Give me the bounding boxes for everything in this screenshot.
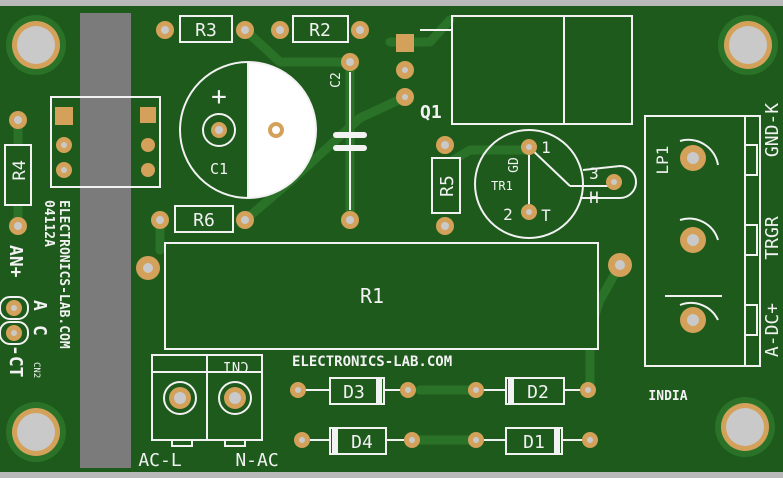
diode-d3[interactable]: D3 xyxy=(290,377,416,405)
brand-bottom: ELECTRONICS-LAB.COM xyxy=(292,354,452,370)
mount-hole-bottom-left xyxy=(6,402,66,462)
diode-d4[interactable]: D4 xyxy=(294,427,420,455)
transistor-q1[interactable]: Q1 xyxy=(396,15,633,125)
r2-label: R2 xyxy=(309,20,331,41)
tr1-gd-label: GD xyxy=(507,157,522,173)
resistor-r1[interactable]: R1 xyxy=(136,242,632,350)
tr1-label: TR1 xyxy=(491,179,513,193)
a-label: A xyxy=(29,300,50,311)
trgr-label: TRGR xyxy=(762,216,783,260)
mount-hole-top-right xyxy=(718,15,778,75)
resistor-r5[interactable]: R5 xyxy=(431,136,461,235)
c1-plus-label: + xyxy=(211,82,227,112)
d3-label: D3 xyxy=(343,382,365,403)
lp1-label: LP1 xyxy=(653,146,672,175)
india-label: INDIA xyxy=(648,389,687,404)
mount-hole-top-left xyxy=(6,15,66,75)
c1-label: C1 xyxy=(210,160,228,178)
tr1-h-label: H xyxy=(589,188,599,207)
connector-lp1[interactable]: LP1 GND-K TRGR A-DC+ xyxy=(644,103,783,367)
capacitor-c1[interactable]: + C1 xyxy=(179,61,317,199)
diode-d1[interactable]: D1 xyxy=(468,427,598,455)
d2-label: D2 xyxy=(527,382,549,403)
d4-label: D4 xyxy=(351,432,373,453)
resistor-r4[interactable]: R4 xyxy=(4,111,32,235)
tr1-t-label: T xyxy=(541,206,551,225)
ac-l-label: AC-L xyxy=(138,450,182,471)
cn1-label: CN1 xyxy=(223,358,248,374)
tr1-pin3-label: 3 xyxy=(589,164,599,183)
ct-label: -CT xyxy=(5,345,26,378)
heatsink-bar xyxy=(80,13,131,468)
resistor-r6[interactable]: R6 xyxy=(151,205,254,233)
diode-d2[interactable]: D2 xyxy=(468,377,596,405)
mount-hole-bottom-right xyxy=(715,397,775,457)
tr1-pin2-label: 2 xyxy=(503,205,513,224)
brand-vertical: ELECTRONICS-LAB.COM xyxy=(56,200,71,349)
r5-label: R5 xyxy=(437,175,458,197)
resistor-r3[interactable]: R3 xyxy=(156,15,254,43)
q1-label: Q1 xyxy=(420,102,442,123)
n-ac-label: N-AC xyxy=(235,450,278,471)
board-code: 04112A xyxy=(41,200,56,247)
capacitor-c2[interactable]: C2 xyxy=(329,53,367,229)
an-plus-label: AN+ xyxy=(5,245,26,278)
cn2-label: CN2 xyxy=(31,362,41,378)
c2-label: C2 xyxy=(329,72,344,88)
r3-label: R3 xyxy=(195,20,217,41)
d1-label: D1 xyxy=(523,432,545,453)
connector-cn2[interactable]: AN+ A C -CT CN2 xyxy=(0,245,50,378)
resistor-r2[interactable]: R2 xyxy=(271,15,369,43)
trimmer-tr1[interactable]: TR1 1 2 3 GD T H xyxy=(474,129,637,239)
r4-label: R4 xyxy=(10,160,30,180)
a-dc-plus-label: A-DC+ xyxy=(762,303,783,357)
r6-label: R6 xyxy=(193,210,215,231)
gnd-k-label: GND-K xyxy=(762,103,783,157)
header-3pin xyxy=(50,96,161,188)
r1-label: R1 xyxy=(360,284,384,308)
tr1-pin1-label: 1 xyxy=(541,138,551,157)
c-label: C xyxy=(29,325,50,336)
connector-cn1[interactable]: CN1 AC-L N-AC xyxy=(138,354,279,471)
